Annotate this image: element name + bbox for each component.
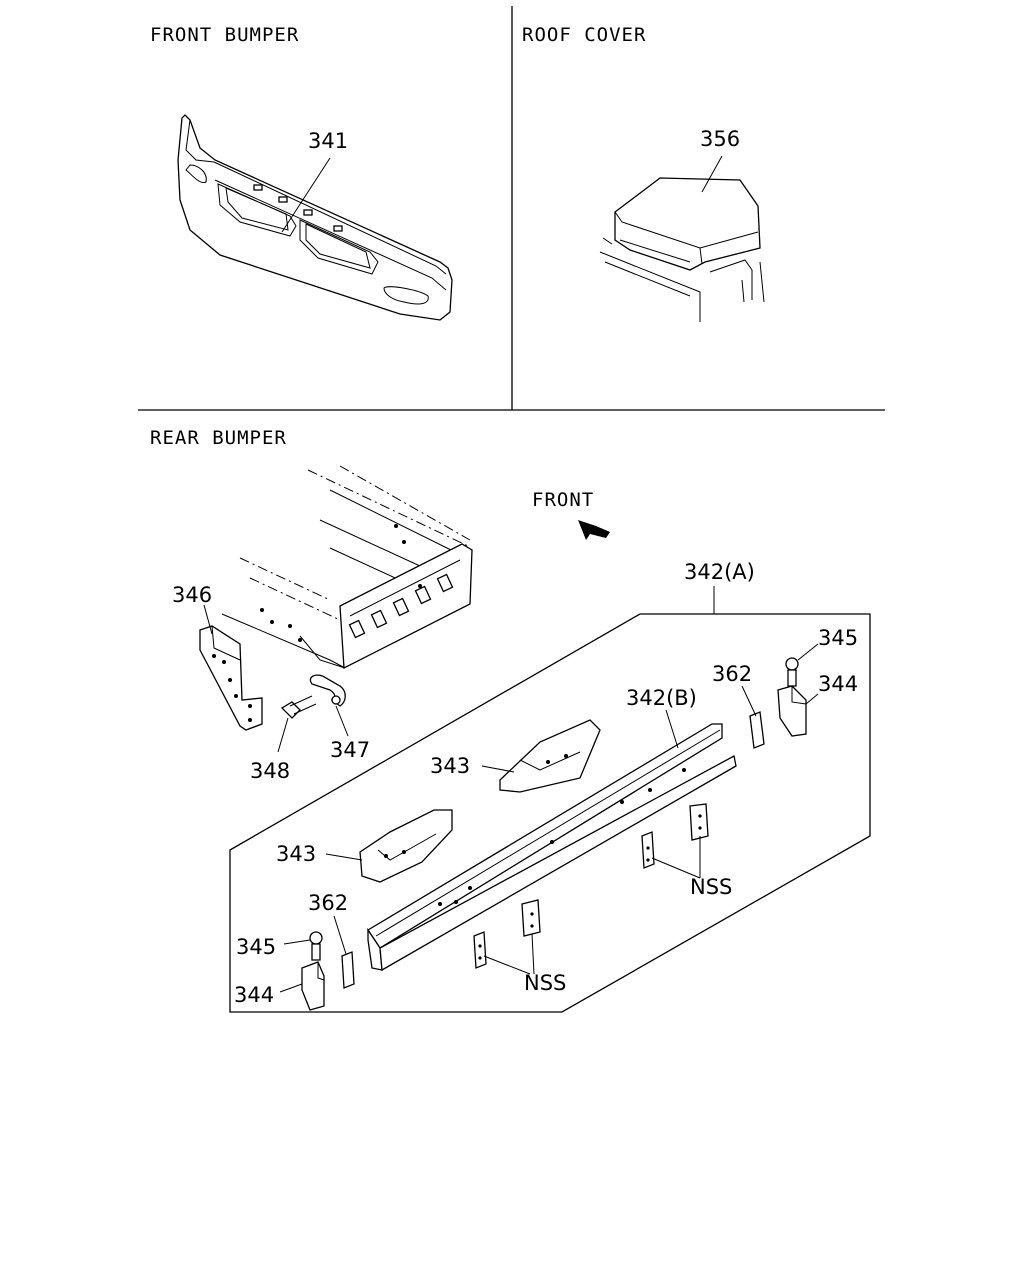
label-343-lower: 343 (276, 842, 316, 866)
roof-cover-part (599, 155, 765, 322)
part-347-hook (309, 674, 349, 737)
part-344-left (279, 961, 325, 1011)
part-345-right (785, 643, 819, 687)
label-347: 347 (330, 738, 370, 762)
part-345-left (283, 931, 323, 961)
label-362-left: 362 (308, 891, 348, 915)
label-345-right: 345 (818, 626, 858, 650)
part-343-lower (325, 809, 453, 883)
part-348-bolt (277, 695, 317, 753)
label-343-upper: 343 (430, 754, 470, 778)
part-343-upper (481, 719, 601, 793)
label-362-right: 362 (712, 662, 752, 686)
roof-cover-title: ROOF COVER (522, 24, 646, 46)
part-344-right (777, 685, 819, 737)
label-348: 348 (250, 759, 290, 783)
chassis-frame (221, 465, 473, 670)
label-nss-left: NSS (524, 971, 566, 995)
nss-brackets-right (641, 803, 709, 879)
front-arrow-icon (578, 520, 610, 540)
front-direction-text: FRONT (532, 489, 594, 511)
part-362-right (741, 685, 765, 749)
label-342a: 342(A) (684, 560, 755, 584)
label-344-right: 344 (818, 672, 858, 696)
label-nss-right: NSS (690, 875, 732, 899)
part-362-left (333, 915, 355, 989)
label-356: 356 (700, 127, 740, 151)
label-346: 346 (172, 583, 212, 607)
front-bumper-title: FRONT BUMPER (150, 24, 299, 46)
label-345-left: 345 (236, 935, 276, 959)
part-342b-rail (367, 709, 737, 972)
label-344-left: 344 (234, 983, 274, 1007)
label-342b: 342(B) (626, 686, 697, 710)
part-346-bracket (199, 604, 263, 731)
nss-brackets-left (473, 899, 541, 975)
rear-bumper-title: REAR BUMPER (150, 427, 287, 449)
label-341: 341 (308, 129, 348, 153)
front-bumper-part (177, 114, 453, 321)
assembly-342a-outline (229, 613, 871, 1013)
